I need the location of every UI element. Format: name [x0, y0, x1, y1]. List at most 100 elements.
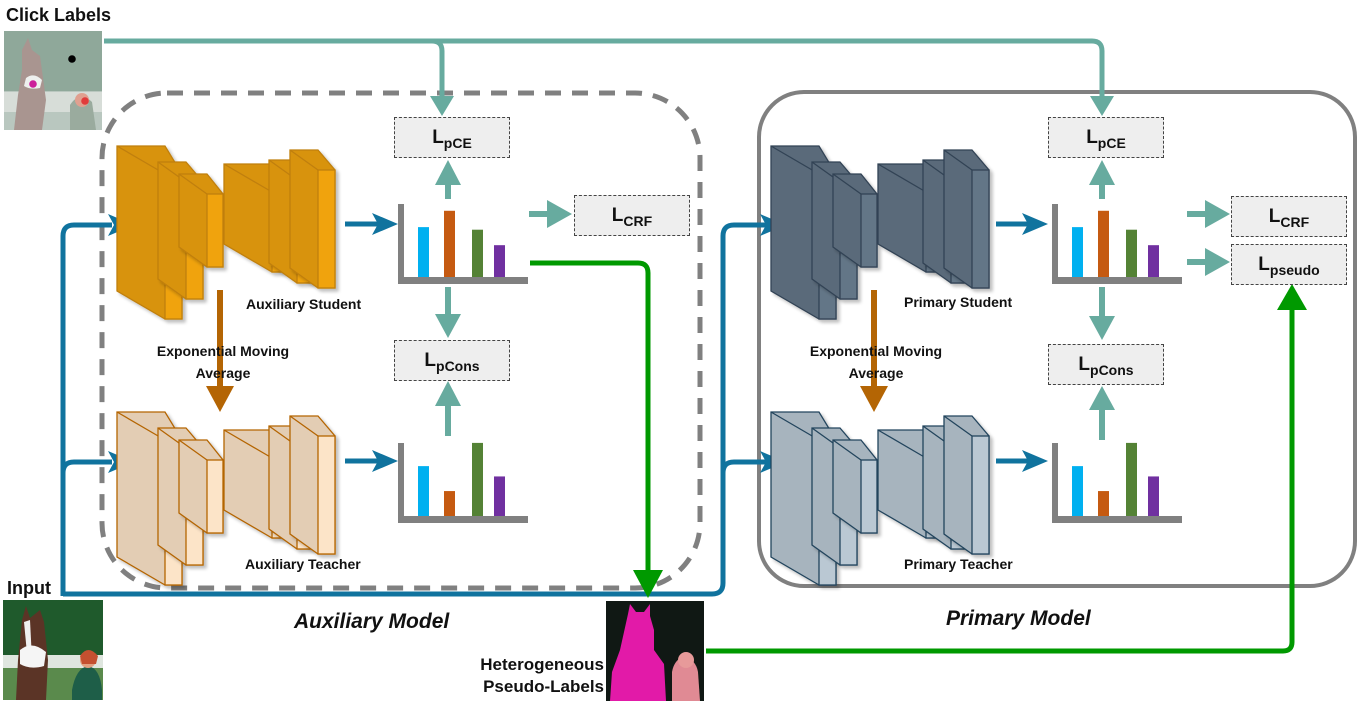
- pri-ema-line1: Exponential Moving: [809, 343, 943, 359]
- pseudo-labels-image: [606, 601, 704, 701]
- aux-student-label: Auxiliary Student: [246, 296, 362, 312]
- click-point-background: [68, 55, 76, 63]
- pri-teacher-layer-3: [832, 439, 878, 534]
- aux-ema-label: Exponential Moving Average: [134, 340, 312, 384]
- aux-teacher-output: [398, 442, 528, 523]
- chart-bar-c3: [472, 442, 483, 516]
- click-labels-title: Click Labels: [6, 5, 112, 25]
- loss-symbol: L: [1258, 253, 1270, 275]
- chart-y-axis: [398, 204, 404, 284]
- chart-bar-c4: [1148, 476, 1159, 516]
- input-image: [3, 600, 103, 700]
- arrowhead-pseudo-in: [633, 570, 663, 598]
- loss-symbol: L: [424, 349, 437, 371]
- chart-bar-c3: [1126, 229, 1137, 277]
- loss-subscript: CRF: [1280, 213, 1310, 230]
- chart-bar-c2: [1098, 210, 1109, 277]
- chart-bar-c1: [418, 227, 429, 277]
- loss-symbol: L: [1078, 353, 1091, 375]
- aux-ema-line1: Exponential Moving: [156, 343, 290, 359]
- loss-subscript: pCons: [1090, 361, 1134, 378]
- loss-subscript: CRF: [623, 212, 653, 229]
- pri-teacher-label: Primary Teacher: [904, 556, 1013, 572]
- networks: [116, 145, 990, 586]
- pri-ema-line2: Average: [848, 365, 904, 381]
- pseudo-labels-line1: Heterogeneous: [480, 655, 604, 674]
- input-connector-primary: [63, 222, 766, 597]
- click-label-branch-aux: [431, 38, 445, 100]
- chart-y-axis: [1052, 204, 1058, 284]
- loss-symbol: L: [611, 204, 624, 226]
- chart-bar-c2: [444, 210, 455, 277]
- loss-symbol: L: [1086, 126, 1098, 148]
- aux-student-layer-6: [289, 149, 336, 289]
- aux-teacher-layer-6: [289, 415, 336, 555]
- aux-teacher-label: Auxiliary Teacher: [245, 556, 361, 572]
- loss-subscript: pCons: [436, 357, 480, 374]
- chart-bar-c1: [1072, 227, 1083, 277]
- primary-model-box: [757, 90, 1357, 588]
- chart-x-axis: [398, 516, 528, 523]
- arrowhead-pseudo-out: [1277, 284, 1307, 310]
- primary-teacher-network: [770, 411, 990, 586]
- output-charts: [398, 204, 1182, 523]
- pseudo-label-connector-in: [530, 260, 651, 574]
- chart-bar-c3: [1126, 442, 1137, 516]
- chart-bar-c4: [1148, 245, 1159, 277]
- pri-student-layer-6: [943, 149, 990, 289]
- pri-loss-arrows: [1089, 160, 1230, 440]
- pri-teacher-layer-6: [943, 415, 990, 555]
- chart-bar-c4: [494, 245, 505, 277]
- input-connector: [60, 222, 112, 596]
- primary-model-title: Primary Model: [946, 607, 1091, 630]
- arrowhead-pri-pce-in: [1090, 96, 1114, 116]
- input-branch-pri-teacher: [720, 459, 766, 474]
- primary-student-network: [770, 145, 990, 320]
- chart-bar-c2: [444, 491, 455, 516]
- chart-bar-c1: [418, 466, 429, 516]
- aux-teacher-layer-3: [178, 439, 224, 534]
- pseudo-labels-title: Heterogeneous Pseudo-Labels: [440, 654, 604, 698]
- chart-x-axis: [398, 277, 528, 284]
- student-to-output-arrows: [345, 213, 1048, 472]
- auxiliary-teacher-network: [116, 411, 336, 586]
- arrowhead-aux-pce-in: [430, 96, 454, 116]
- chart-bar-c3: [472, 229, 483, 277]
- aux-student-layer-3: [178, 173, 224, 268]
- pri-student-output: [1052, 204, 1182, 284]
- input-branch-aux-teacher: [60, 459, 112, 474]
- pseudo-label-connector-out: [706, 305, 1295, 654]
- auxiliary-model-box: [99, 90, 703, 591]
- chart-x-axis: [1052, 277, 1182, 284]
- loss-symbol: L: [432, 126, 444, 148]
- auxiliary-student-network: [116, 145, 336, 320]
- chart-x-axis: [1052, 516, 1182, 523]
- aux-loss-arrows: [435, 160, 572, 436]
- chart-bar-c1: [1072, 466, 1083, 516]
- click-point-horse: [29, 80, 37, 88]
- pseudo-labels-line2: Pseudo-Labels: [483, 677, 604, 696]
- pri-ema-label: Exponential Moving Average: [787, 340, 965, 384]
- click-labels-image: [4, 31, 102, 130]
- loss-symbol: L: [1268, 205, 1281, 227]
- chart-bar-c2: [1098, 491, 1109, 516]
- click-label-connector: [104, 38, 1105, 100]
- aux-student-output: [398, 204, 528, 284]
- click-point-person: [81, 97, 89, 105]
- chart-y-axis: [1052, 443, 1058, 523]
- aux-ema-line2: Average: [195, 365, 251, 381]
- chart-y-axis: [398, 443, 404, 523]
- pri-teacher-output: [1052, 442, 1182, 523]
- loss-subscript: pCE: [443, 134, 472, 151]
- pri-student-label: Primary Student: [904, 294, 1013, 310]
- chart-bar-c4: [494, 476, 505, 516]
- ema-arrows: [206, 290, 888, 412]
